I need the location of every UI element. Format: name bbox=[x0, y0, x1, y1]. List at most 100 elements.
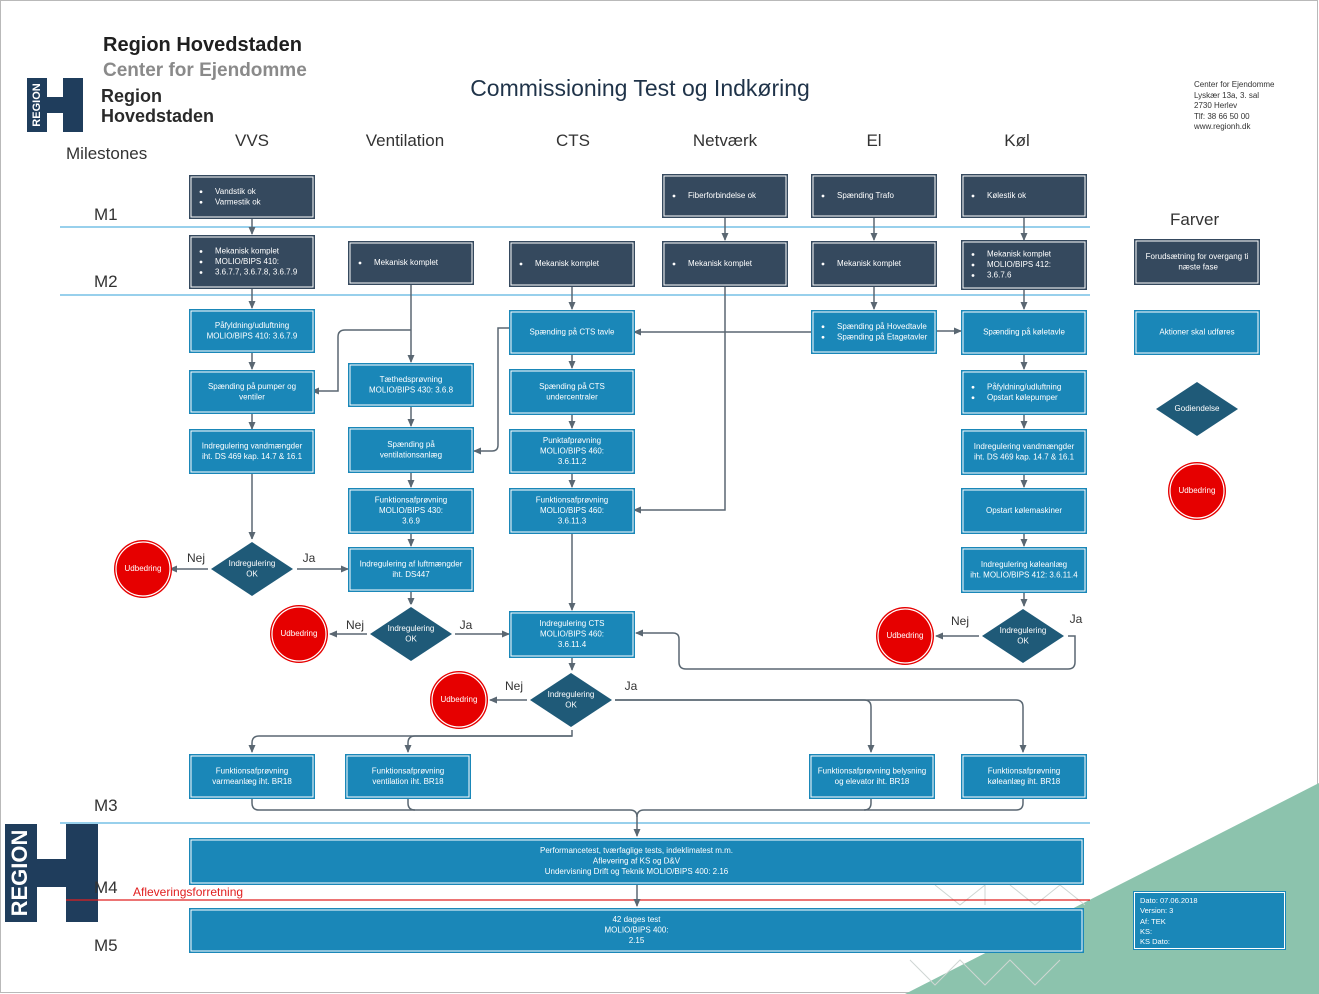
cts-nej-label: Nej bbox=[505, 679, 523, 693]
logo-region-line1: Region bbox=[101, 86, 162, 106]
bullet-icon bbox=[971, 396, 975, 400]
box-text: Udbedring bbox=[441, 695, 478, 704]
cts-tavle-box: Spænding på CTS tavle bbox=[509, 310, 635, 355]
m2-ventilation-box: Mekanisk komplet bbox=[348, 241, 474, 285]
kol-nej-label: Nej bbox=[951, 614, 969, 628]
bullet-icon bbox=[199, 271, 203, 274]
box-text: Udbedring bbox=[281, 629, 318, 638]
kol-udbedring-circle: Udbedring bbox=[876, 607, 934, 665]
box-body bbox=[812, 311, 936, 353]
milestone-m5: M5 bbox=[94, 936, 118, 955]
box-text: Spænding på køletavle bbox=[983, 328, 1065, 337]
vent-udbedring-circle: Udbedring bbox=[270, 605, 328, 663]
kol-tavle-box: Spænding på køletavle bbox=[961, 310, 1087, 355]
bullet-icon bbox=[821, 335, 825, 339]
box-body bbox=[510, 612, 634, 657]
box-body bbox=[510, 242, 634, 286]
bullet-icon bbox=[199, 250, 203, 253]
logo-name: Region Hovedstaden bbox=[103, 34, 302, 56]
connectors bbox=[169, 217, 1076, 907]
logo-vertical-text: REGION bbox=[31, 83, 43, 126]
box-body bbox=[962, 489, 1086, 533]
bullet-icon bbox=[821, 194, 825, 198]
diamond-body bbox=[530, 673, 612, 727]
logo-vertical-text-large: REGION bbox=[7, 830, 32, 917]
milestone-m1: M1 bbox=[94, 205, 118, 224]
box-text: Forudsætning for overgang ti næste fase bbox=[1146, 252, 1249, 272]
bullet-icon bbox=[199, 200, 203, 204]
box-body bbox=[349, 364, 473, 406]
milestone-m4: M4 bbox=[94, 878, 118, 897]
connector-arrow bbox=[636, 797, 872, 818]
box-body bbox=[1135, 311, 1259, 354]
m2-el-box: Mekanisk komplet bbox=[811, 241, 937, 287]
box-body bbox=[962, 241, 1086, 289]
connector-arrow bbox=[473, 327, 572, 455]
contact-line: Lyskær 13a, 3. sal bbox=[1194, 90, 1260, 100]
info-line: KS Dato: bbox=[1140, 937, 1171, 947]
box-body bbox=[190, 310, 314, 352]
milestone-lines bbox=[60, 226, 1090, 824]
region-logo-h bbox=[27, 78, 83, 132]
connector-arrow bbox=[311, 329, 411, 395]
triangle-pattern-decoration bbox=[909, 883, 1086, 986]
bullet-icon bbox=[821, 262, 825, 266]
box-text: Mekanisk komplet bbox=[688, 259, 753, 268]
bullet-icon bbox=[971, 194, 975, 198]
bullet-icon bbox=[519, 262, 523, 266]
box-body bbox=[962, 311, 1086, 354]
column-header-vvs: VVS bbox=[234, 131, 270, 150]
bullet-icon bbox=[358, 261, 362, 265]
vent-ja-label: Ja bbox=[460, 618, 473, 632]
box-text: Godiendelse bbox=[1175, 404, 1220, 413]
box-body bbox=[349, 428, 473, 472]
connector-arrow bbox=[248, 735, 572, 753]
afleveringsforretning-label: Afleveringsforretning bbox=[133, 885, 244, 899]
info-line: Dato: 07.06.2018 bbox=[1140, 896, 1198, 905]
contact-line: www.regionh.dk bbox=[1194, 122, 1251, 131]
bullet-icon bbox=[672, 262, 676, 266]
diamond-body bbox=[370, 607, 452, 661]
milestones-label: Milestones bbox=[66, 144, 148, 163]
bullet-icon bbox=[971, 385, 975, 389]
box-body bbox=[962, 371, 1086, 414]
logo-region-line2: Hovedstaden bbox=[101, 106, 215, 126]
connector-arrow bbox=[864, 797, 1024, 811]
box-body bbox=[510, 430, 634, 473]
box-text: Kølestik ok bbox=[987, 191, 1027, 200]
contact-line: Center for Ejendomme bbox=[1194, 80, 1275, 89]
kol-ja-label: Ja bbox=[1070, 612, 1083, 626]
box-text: Udbedring bbox=[125, 564, 162, 573]
info-line: KS: bbox=[1140, 926, 1153, 936]
box-body bbox=[190, 755, 314, 798]
